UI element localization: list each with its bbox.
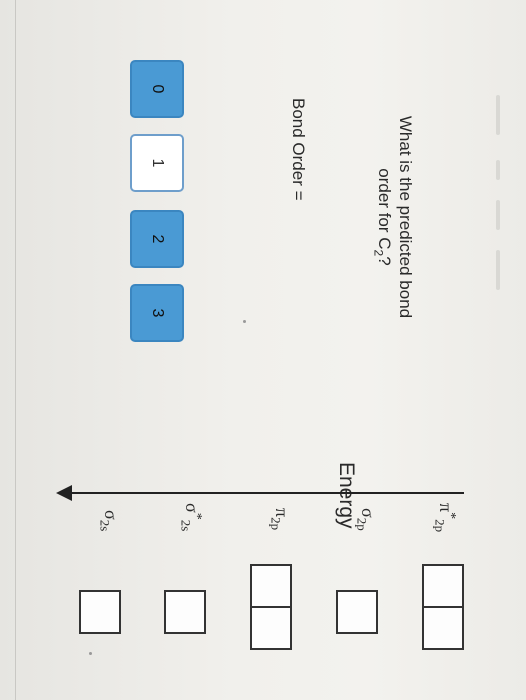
- question-text: What is the predicted bond order for C2?: [368, 92, 416, 342]
- header-bar-segment: [496, 160, 500, 180]
- sigma-star-2s-label: σ*2s: [177, 503, 204, 531]
- option-0-label: 0: [149, 84, 166, 94]
- orbital-box[interactable]: [422, 606, 464, 650]
- sigma-2p-symbol: σ: [358, 508, 378, 518]
- pi-2p-sub: 2p: [268, 517, 284, 531]
- orbital-box[interactable]: [422, 564, 464, 608]
- question-line-2-suffix: ?: [375, 256, 394, 266]
- sigma-star-2s-symbol: σ: [182, 503, 202, 513]
- sigma-2p-label: σ2p: [353, 508, 378, 531]
- decorative-dot: [243, 320, 246, 323]
- sigma-star-2s-boxes: [164, 590, 206, 634]
- header-bar-segment: [496, 250, 500, 290]
- question-line-2-prefix: order for C: [375, 168, 394, 250]
- option-2-label: 2: [149, 234, 166, 244]
- sigma-2p-boxes: [336, 590, 378, 634]
- option-2-button[interactable]: 2: [130, 210, 184, 268]
- header-bar-segment: [496, 95, 500, 135]
- orbital-box[interactable]: [250, 564, 292, 608]
- pi-star-2p-symbol: π: [436, 503, 456, 513]
- orbital-box[interactable]: [79, 590, 121, 634]
- header-bar-segment: [496, 200, 500, 230]
- sigma-star-2s-sup: *: [189, 512, 204, 520]
- pi-2p-symbol: π: [272, 508, 292, 518]
- pi-2p-boxes: [250, 564, 292, 650]
- sigma-2p-sub: 2p: [354, 517, 370, 531]
- sigma-star-2s-sub: 2s: [178, 519, 194, 532]
- decorative-dot: [89, 652, 92, 655]
- option-0-button[interactable]: 0: [130, 60, 184, 118]
- orbital-box[interactable]: [336, 590, 378, 634]
- sigma-2s-boxes: [79, 590, 121, 634]
- footer-divider: [15, 0, 16, 700]
- pi-star-2p-label: π*2p: [431, 503, 458, 532]
- option-1-label: 1: [149, 158, 166, 168]
- sigma-2s-symbol: σ: [101, 510, 121, 520]
- question-line-2: order for C2?: [368, 92, 395, 342]
- pi-2p-label: π2p: [267, 508, 292, 530]
- orbital-box[interactable]: [164, 590, 206, 634]
- sigma-2s-sub: 2s: [97, 519, 113, 532]
- bond-order-label: Bond Order =: [289, 98, 308, 201]
- energy-arrow-head: [56, 485, 72, 501]
- sigma-2s-label: σ2s: [96, 510, 121, 531]
- option-3-button[interactable]: 3: [130, 284, 184, 342]
- option-3-label: 3: [149, 308, 166, 318]
- question-line-1: What is the predicted bond: [396, 115, 415, 319]
- energy-axis-line: [64, 492, 464, 494]
- pi-star-2p-sub: 2p: [432, 519, 448, 533]
- orbital-box[interactable]: [250, 606, 292, 650]
- option-1-button[interactable]: 1: [130, 134, 184, 192]
- pi-star-2p-boxes: [422, 564, 464, 650]
